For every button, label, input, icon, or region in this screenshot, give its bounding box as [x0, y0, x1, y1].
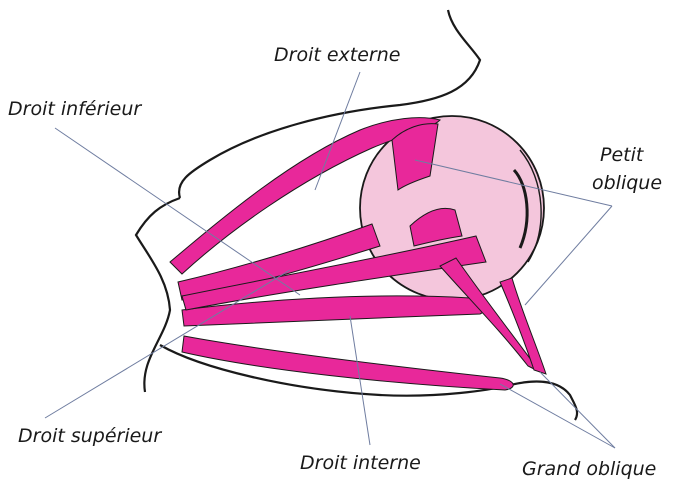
label-petit-oblique-line1: Petit: [600, 144, 643, 167]
leader-droit-externe: [315, 72, 360, 190]
label-droit-superieur: Droit supérieur: [18, 425, 161, 448]
label-droit-externe: Droit externe: [274, 44, 400, 67]
leader-grand-oblique-b: [540, 372, 615, 448]
orbit-outline-left: [136, 198, 180, 392]
label-grand-oblique: Grand oblique: [522, 458, 656, 481]
label-petit-oblique-line2: oblique: [592, 172, 662, 195]
muscle-grand-oblique: [182, 336, 513, 390]
leader-droit-interne: [350, 316, 370, 445]
label-droit-inferieur: Droit inférieur: [8, 98, 141, 121]
leader-grand-oblique-a: [500, 384, 615, 448]
label-droit-interne: Droit interne: [300, 452, 421, 475]
